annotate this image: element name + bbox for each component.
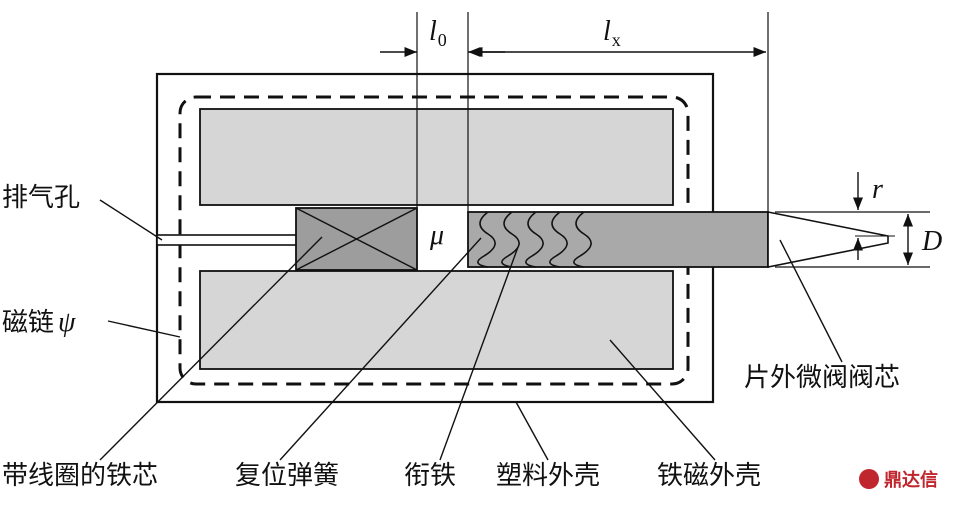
iron-core-with-coil xyxy=(295,207,418,271)
upper-coil-block xyxy=(199,108,674,206)
r-label: r xyxy=(872,174,883,205)
exhaust-hole-label: 排气孔 xyxy=(2,183,80,213)
brand-logo-icon xyxy=(859,469,879,489)
lx-label: lx xyxy=(603,16,621,50)
valve-core-tip xyxy=(767,211,889,268)
watermark: 鼎达信 xyxy=(859,469,938,491)
armature-label: 衔铁 xyxy=(404,461,456,491)
D-label: D xyxy=(921,226,942,257)
plastic-shell-label: 塑料外壳 xyxy=(496,461,600,491)
lower-coil-block xyxy=(199,270,674,370)
valve-core-label: 片外微阀阀芯 xyxy=(744,363,900,393)
return-spring xyxy=(477,211,592,268)
core-with-coil-label: 带线圈的铁芯 xyxy=(2,461,158,491)
exhaust-channel xyxy=(156,234,298,246)
l0-label: l0 xyxy=(429,16,447,50)
mu-label: μ xyxy=(429,220,444,251)
magnetic-shell-label: 铁磁外壳 xyxy=(657,461,761,491)
watermark-text: 鼎达信 xyxy=(884,469,938,491)
return-spring-label: 复位弹簧 xyxy=(235,461,339,491)
